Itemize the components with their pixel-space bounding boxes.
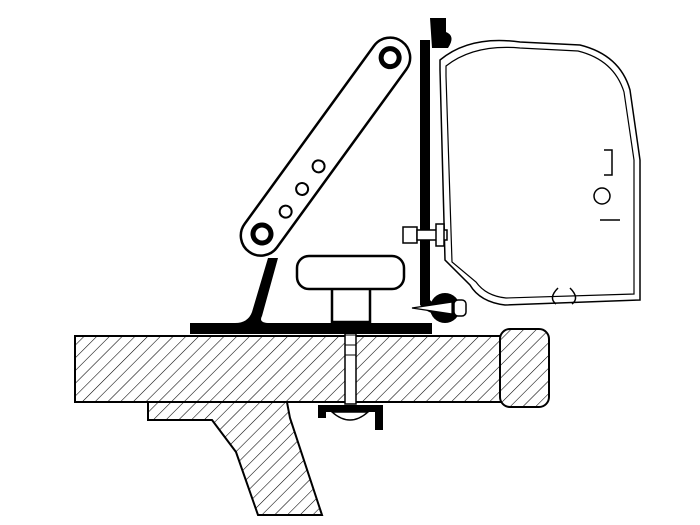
bolt <box>318 319 383 430</box>
bracket-base-plate <box>190 258 432 334</box>
profile-channel <box>593 187 611 205</box>
side-bolt-nut <box>402 223 448 247</box>
roof-rail <box>74 335 506 403</box>
rail-end-cap <box>499 328 550 408</box>
clamp-knob <box>295 254 406 324</box>
vertical-mounting-plate <box>420 40 452 314</box>
fixing-screw <box>411 293 467 323</box>
support-arm <box>239 36 412 257</box>
awning-profile <box>439 39 641 306</box>
